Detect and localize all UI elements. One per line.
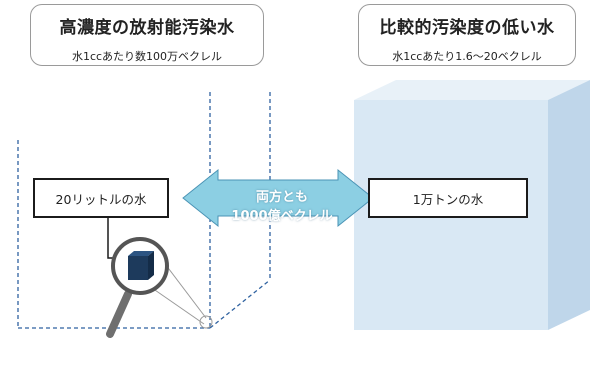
high-contamination-title: 高濃度の放射能汚染水 [59,18,235,38]
twenty-liters-label: 20リットルの水 [33,178,169,218]
ten-thousand-tons-label: 1万トンの水 [368,178,528,218]
large-cube-side [548,80,590,330]
magnifier-icon [106,237,169,338]
small-cube-icon [128,251,154,280]
low-contamination-title: 比較的汚染度の低い水 [379,18,555,38]
arrow-label-line1: 両方とも [255,190,308,205]
large-cube-top [354,80,590,100]
high-contamination-header: 高濃度の放射能汚染水 水1ccあたり数100万ベクレル [30,4,264,66]
zoom-target-circle [199,315,213,329]
low-contamination-header: 比較的汚染度の低い水 水1ccあたり1.6〜20ベクレル [358,4,576,66]
high-contamination-subtitle: 水1ccあたり数100万ベクレル [71,50,223,63]
arrow-label-line2: 1000億ベクレル [231,209,333,224]
low-contamination-subtitle: 水1ccあたり1.6〜20ベクレル [392,50,542,63]
